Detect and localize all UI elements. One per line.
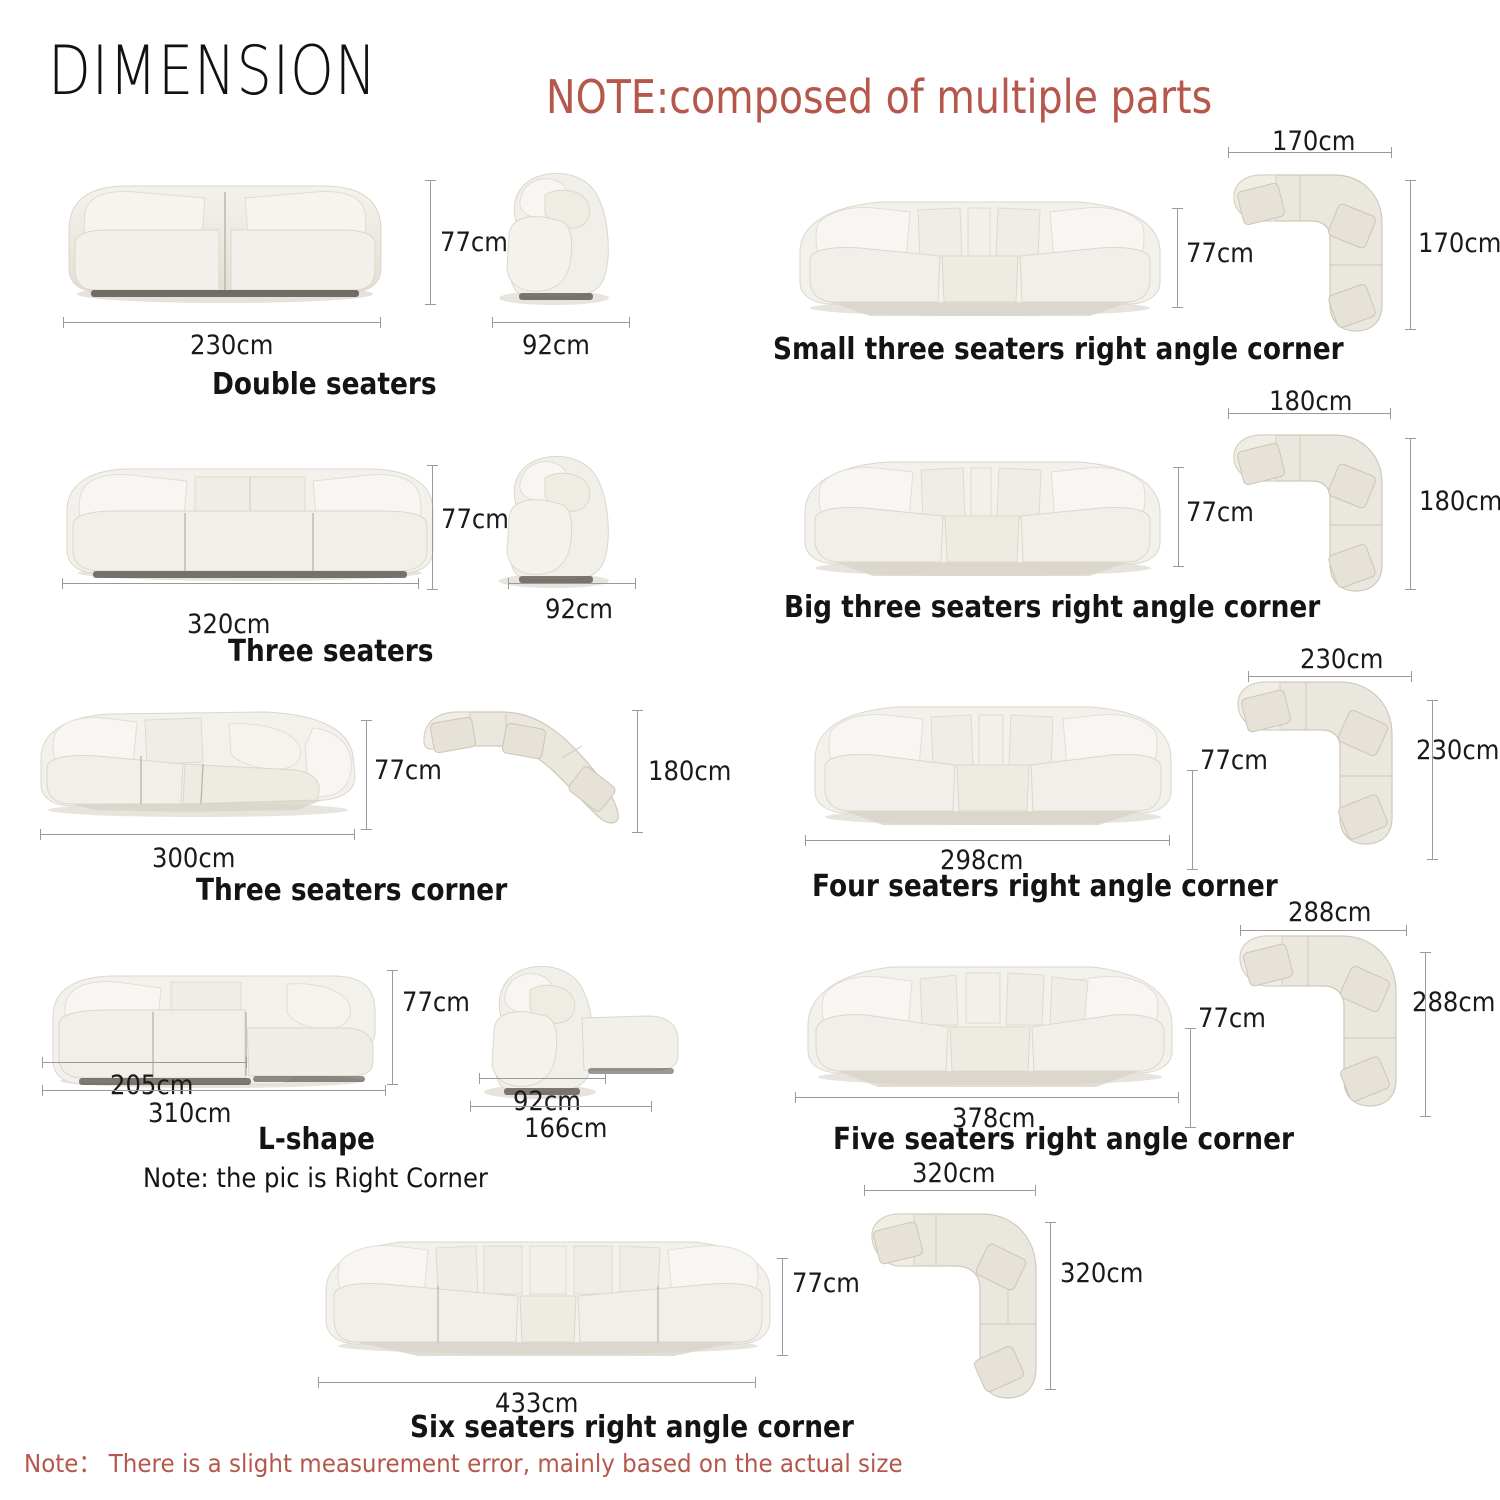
dim-label-height-big-three: 77cm (1186, 497, 1254, 528)
dim-label-height-lshape: 77cm (402, 987, 470, 1018)
dim-rule-width-three-corner (40, 829, 355, 840)
dim-label-top-width-six: 320cm (912, 1158, 996, 1189)
dim-label-width-five: 378cm (952, 1103, 1036, 1134)
dim-label-height-four: 77cm (1200, 745, 1268, 776)
dim-label-width-seat-lshape: 205cm (110, 1070, 194, 1101)
dim-label-height-three: 77cm (441, 504, 509, 535)
sofa-big-three-corner-top-view (1233, 434, 1383, 592)
sofa-double-seaters-side-view (499, 172, 609, 305)
page-title: DIMENSION (48, 32, 378, 111)
dim-label-top-width-four: 230cm (1300, 644, 1384, 675)
dim-rule-width-double (63, 317, 381, 328)
dim-rule-height-small-three (1172, 208, 1183, 308)
dim-rule-top-width-five (1240, 925, 1407, 936)
dim-label-width-four: 298cm (940, 845, 1024, 876)
caption-big-three-corner: Big three seaters right angle corner (784, 590, 1321, 625)
dim-rule-width-four (805, 835, 1170, 846)
dim-rule-height-five (1185, 1028, 1196, 1128)
dim-label-height-three-corner: 77cm (374, 755, 442, 786)
dim-label-depth-total-lshape: 166cm (524, 1113, 608, 1144)
sofa-l-shape-front-view (52, 975, 376, 1088)
dim-rule-height-four (1187, 770, 1198, 870)
dim-rule-top-depth-three-corner (632, 710, 643, 833)
dim-label-depth-three: 92cm (545, 594, 613, 625)
sofa-six-corner-front-view (325, 1241, 771, 1356)
dim-rule-width-three (62, 578, 419, 589)
sofa-three-seaters-side-view (499, 455, 609, 588)
dim-rule-height-three (427, 465, 438, 590)
sofa-l-shape-side-view (484, 965, 679, 1099)
dim-label-top-width-five: 288cm (1288, 897, 1372, 928)
caption-five-corner: Five seaters right angle corner (833, 1122, 1295, 1157)
dim-rule-top-depth-five (1420, 952, 1431, 1117)
dim-rule-height-three-corner (361, 720, 372, 830)
dim-rule-depth-lshape (479, 1073, 606, 1084)
dim-rule-top-depth-big-three (1405, 438, 1416, 590)
dim-rule-depth-double (492, 317, 630, 328)
caption-three-seaters-corner: Three seaters corner (196, 873, 508, 908)
caption-double-seaters: Double seaters (212, 367, 437, 402)
dim-rule-top-depth-six (1045, 1222, 1056, 1390)
dim-label-top-depth-small-three: 170cm (1418, 228, 1500, 259)
caption-l-shape: L-shape (258, 1122, 375, 1157)
dim-rule-height-lshape (387, 970, 398, 1085)
dim-label-height-five: 77cm (1198, 1003, 1266, 1034)
dim-label-top-width-big-three: 180cm (1269, 386, 1353, 417)
caption-three-seaters: Three seaters (228, 634, 434, 669)
dim-rule-width-seat-lshape (42, 1057, 247, 1068)
sofa-three-corner-front-view (40, 711, 356, 817)
dim-rule-height-six (777, 1258, 788, 1356)
sofa-big-three-corner-front-view (804, 461, 1161, 576)
sofa-three-seaters-front-view (66, 468, 434, 581)
dim-label-top-depth-four: 230cm (1416, 735, 1500, 766)
dim-rule-top-width-six (864, 1185, 1036, 1196)
dim-rule-top-width-small-three (1228, 147, 1392, 158)
dim-rule-height-big-three (1173, 467, 1184, 567)
dim-label-width-three-corner: 300cm (152, 843, 236, 874)
dim-rule-depth-three (508, 578, 636, 589)
dim-label-top-depth-big-three: 180cm (1419, 486, 1500, 517)
sofa-six-corner-top-view (871, 1213, 1037, 1399)
sofa-small-three-corner-top-view (1233, 174, 1383, 332)
footer-note: Note： There is a slight measurement erro… (24, 1449, 903, 1478)
sofa-five-corner-top-view (1239, 935, 1397, 1107)
dim-rule-top-depth-four (1427, 700, 1438, 860)
sofa-four-corner-front-view (814, 706, 1172, 825)
sofa-three-corner-top-view (423, 711, 619, 824)
dim-label-depth-double: 92cm (522, 330, 590, 361)
dim-label-top-depth-six: 320cm (1060, 1258, 1144, 1289)
caption-small-three-corner: Small three seaters right angle corner (773, 332, 1344, 367)
dim-label-height-double: 77cm (440, 227, 508, 258)
dim-label-width-double: 230cm (190, 330, 274, 361)
dim-rule-top-depth-small-three (1405, 180, 1416, 330)
caption-four-corner: Four seaters right angle corner (812, 869, 1278, 904)
dim-label-width-three: 320cm (187, 609, 271, 640)
dim-rule-height-double (425, 180, 436, 305)
dim-rule-top-width-big-three (1228, 408, 1391, 419)
sofa-five-corner-front-view (807, 966, 1173, 1087)
dim-label-top-depth-five: 288cm (1412, 987, 1496, 1018)
dim-label-width-six: 433cm (495, 1388, 579, 1419)
sofa-double-seaters-front-view (68, 185, 382, 303)
dim-label-top-width-small-three: 170cm (1272, 126, 1356, 157)
dim-label-width-total-lshape: 310cm (148, 1098, 232, 1129)
caption-six-corner: Six seaters right angle corner (410, 1410, 854, 1445)
dim-rule-depth-total-lshape (470, 1101, 652, 1112)
dim-label-height-small-three: 77cm (1186, 238, 1254, 269)
header-note: NOTE:composed of multiple parts (546, 70, 1213, 124)
dim-label-depth-lshape: 92cm (513, 1086, 581, 1117)
sofa-small-three-corner-front-view (799, 201, 1161, 316)
dim-rule-width-five (795, 1092, 1179, 1103)
dim-label-top-depth-three-corner: 180cm (648, 756, 732, 787)
dim-rule-width-total-lshape (42, 1085, 386, 1096)
dim-label-height-six: 77cm (792, 1268, 860, 1299)
dim-rule-top-width-four (1248, 671, 1412, 682)
sofa-four-corner-top-view (1237, 681, 1393, 845)
dim-rule-width-six (318, 1377, 756, 1388)
note-l-shape-corner: Note: the pic is Right Corner (143, 1163, 488, 1194)
